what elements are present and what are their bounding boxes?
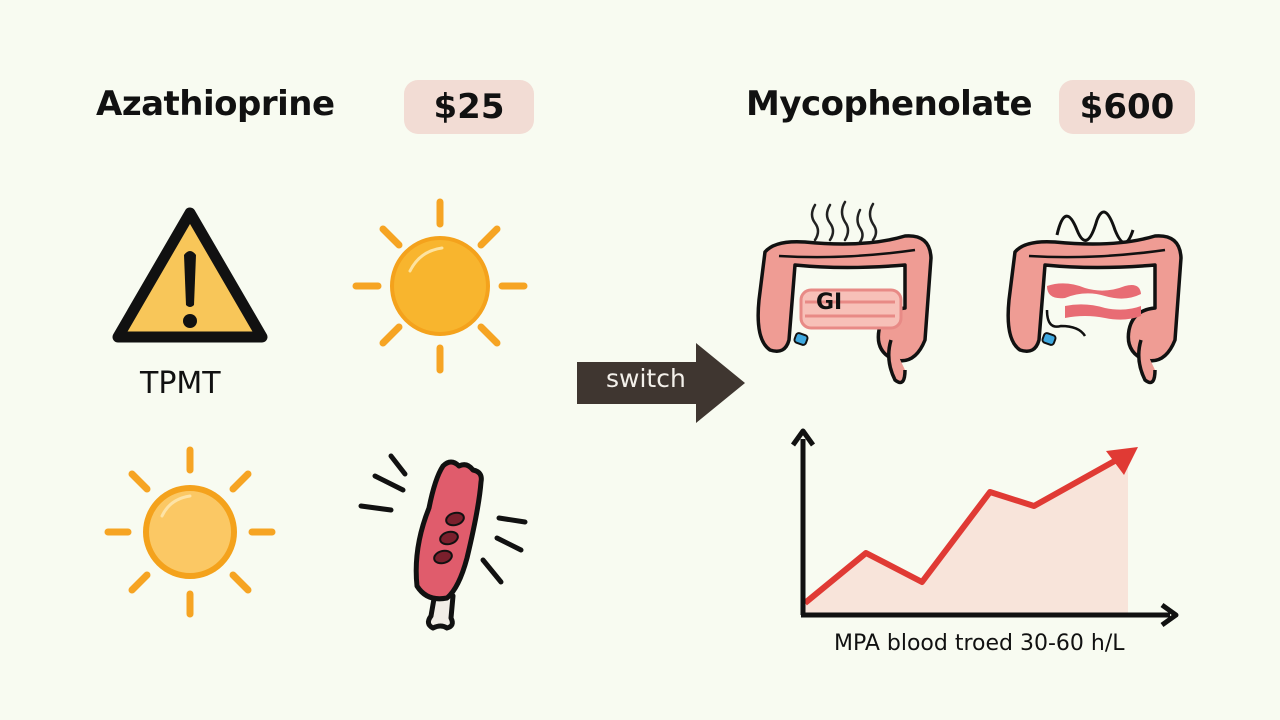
- colon-steam-icon: [756, 200, 933, 385]
- sun-icon: [352, 198, 528, 374]
- colon-wave-icon: [1006, 210, 1183, 385]
- mpa-trend-chart: [790, 428, 1179, 628]
- inflamed-limb-icon: [358, 453, 528, 631]
- warning-triangle-icon: [112, 207, 268, 343]
- left-price-badge: $25: [404, 80, 534, 134]
- right-price-badge: $600: [1059, 80, 1195, 134]
- left-drug-title: Azathioprine: [96, 84, 335, 124]
- switch-arrow-icon: [577, 343, 745, 423]
- switch-label: switch: [606, 364, 686, 393]
- sun-icon: [104, 446, 276, 618]
- right-drug-title: Mycophenolate: [746, 84, 1033, 124]
- gi-label: GI: [816, 290, 843, 315]
- chart-caption: MPA blood troed 30-60 h/L: [834, 631, 1125, 656]
- tpmt-label: TPMT: [140, 366, 221, 401]
